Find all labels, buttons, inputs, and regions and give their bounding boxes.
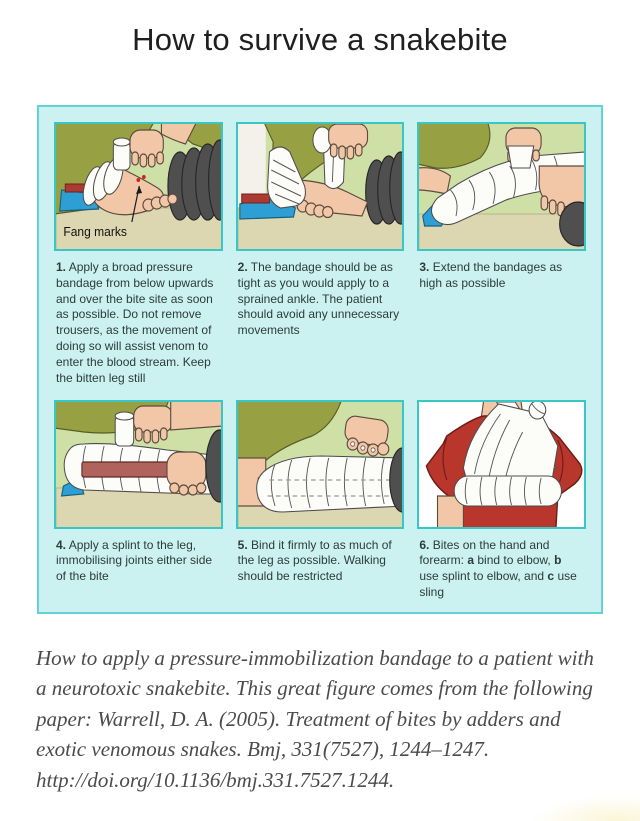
panel-1-text: 1. Apply a broad pressure bandage from b… xyxy=(56,260,214,385)
firmly-bound-leg-illustration xyxy=(237,401,403,527)
panel-6-illustration xyxy=(417,399,586,529)
panel-2-text: 2. The bandage should be as tight as you… xyxy=(237,260,400,338)
splint-applied-illustration xyxy=(56,401,221,527)
panel-2-number: 2. xyxy=(237,260,248,274)
bandage-tightness-illustration xyxy=(237,124,403,249)
panel-1: Fang marks 1. Apply a broad pressure ban… xyxy=(54,122,223,387)
panel-6-text: 6. Bites on the hand and forearm: a bind… xyxy=(419,537,577,600)
panel-5-number: 5. xyxy=(237,537,248,552)
panel-4-illustration xyxy=(54,399,223,529)
rolled-trouser xyxy=(167,139,221,221)
panel-3-text: 3. Extend the bandages as high as possib… xyxy=(419,260,563,290)
page-title: How to survive a snakebite xyxy=(132,22,508,57)
panel-3-number: 3. xyxy=(419,260,430,274)
panel-2: 2. The bandage should be as tight as you… xyxy=(235,122,405,387)
panel-4: 4. Apply a splint to the leg, immobilisi… xyxy=(54,399,223,601)
bandage-extended-high-illustration xyxy=(419,124,584,249)
figure-caption: How to apply a pressure-immobilization b… xyxy=(36,645,594,792)
panel-4-text: 4. Apply a splint to the leg, immobilisi… xyxy=(56,537,213,584)
rolled-trouser xyxy=(364,151,403,225)
panel-3: 3. Extend the bandages as high as possib… xyxy=(417,122,586,387)
panel-grid: Fang marks 1. Apply a broad pressure ban… xyxy=(54,122,586,601)
panel-1-illustration: Fang marks xyxy=(54,122,223,251)
panel-4-number: 4. xyxy=(56,537,67,552)
figure-box: Fang marks 1. Apply a broad pressure ban… xyxy=(37,105,603,614)
panel-6: 6. Bites on the hand and forearm: a bind… xyxy=(417,399,586,601)
panel-3-illustration xyxy=(417,122,586,251)
panel-5-text: 5. Bind it firmly to as much of the leg … xyxy=(237,537,392,584)
fang-marks-label: Fang marks xyxy=(63,225,126,240)
panel-6-number: 6. xyxy=(419,537,430,552)
panel-5: 5. Bind it firmly to as much of the leg … xyxy=(235,399,405,601)
panel-2-illustration xyxy=(235,122,405,251)
arm-sling-illustration xyxy=(419,401,584,527)
bandage-start-ankle-illustration: Fang marks xyxy=(56,124,221,249)
panel-1-number: 1. xyxy=(56,260,67,274)
panel-5-illustration xyxy=(235,399,405,529)
